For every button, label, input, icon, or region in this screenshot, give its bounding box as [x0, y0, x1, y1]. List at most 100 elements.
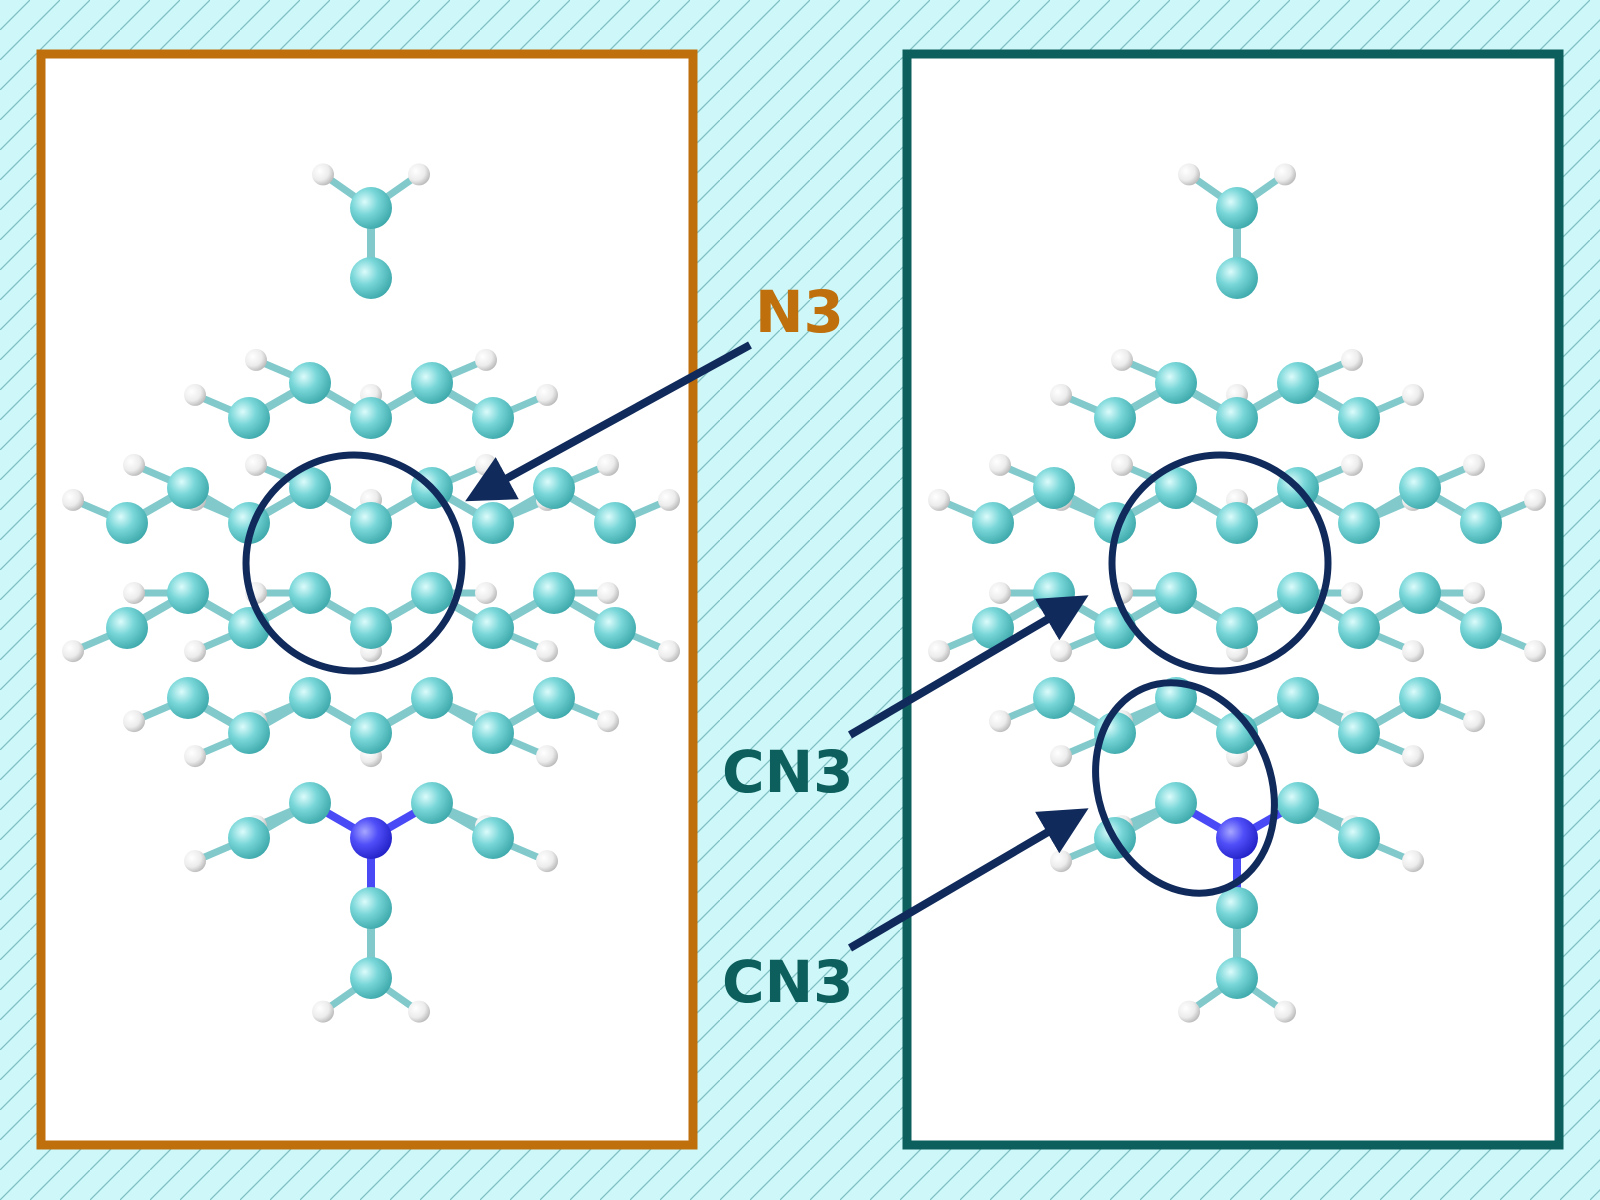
- hydrogen-atom: [536, 745, 558, 768]
- carbon-atom: [1216, 502, 1258, 544]
- carbon-atom: [1338, 502, 1380, 544]
- hydrogen-atom: [1402, 745, 1424, 768]
- hydrogen-atom: [408, 163, 430, 186]
- carbon-atom: [106, 502, 148, 544]
- carbon-atom: [1216, 397, 1258, 439]
- carbon-atom: [411, 677, 453, 719]
- cn3-highlight-circle-upper: [1108, 451, 1332, 675]
- carbon-atom: [1277, 677, 1319, 719]
- carbon-atom: [1155, 362, 1197, 404]
- hydrogen-atom: [184, 745, 206, 768]
- carbon-atom: [594, 607, 636, 649]
- hydrogen-atom: [1050, 383, 1072, 406]
- carbon-atom: [472, 397, 514, 439]
- carbon-atom: [972, 502, 1014, 544]
- hydrogen-atom: [1274, 1000, 1296, 1023]
- hydrogen-atom: [1341, 453, 1363, 476]
- hydrogen-atom: [184, 383, 206, 406]
- hydrogen-atom: [1178, 1000, 1200, 1023]
- hydrogen-atom: [475, 582, 497, 604]
- cn3-arrow-upper: [847, 595, 1089, 739]
- hydrogen-atom: [989, 453, 1011, 476]
- hydrogen-atom: [1050, 640, 1072, 663]
- carbon-atom: [228, 817, 270, 859]
- cn3-label-upper: CN3: [722, 738, 853, 806]
- hydrogen-atom: [1111, 348, 1133, 371]
- hydrogen-atom: [475, 453, 497, 476]
- cn3-label-lower: CN3: [722, 948, 853, 1016]
- hydrogen-atom: [928, 640, 950, 663]
- nitrogen-atom: [1216, 817, 1258, 859]
- carbon-atom: [533, 467, 575, 509]
- hydrogen-atom: [312, 163, 334, 186]
- carbon-atom: [1216, 187, 1258, 229]
- carbon-atom: [289, 467, 331, 509]
- hydrogen-atom: [1463, 710, 1485, 733]
- carbon-atom: [1216, 607, 1258, 649]
- carbon-atom: [1277, 572, 1319, 614]
- carbon-atom: [1216, 957, 1258, 999]
- n3-highlight-circle: [242, 451, 466, 675]
- carbon-atom: [1399, 467, 1441, 509]
- carbon-atom: [1338, 607, 1380, 649]
- carbon-atom: [472, 502, 514, 544]
- hydrogen-atom: [1178, 163, 1200, 186]
- carbon-atom: [1155, 782, 1197, 824]
- carbon-atom: [350, 397, 392, 439]
- carbon-atom: [472, 712, 514, 754]
- carbon-atom: [1338, 817, 1380, 859]
- hydrogen-atom: [597, 453, 619, 476]
- carbon-atom: [350, 887, 392, 929]
- carbon-atom: [1155, 467, 1197, 509]
- carbon-atom: [1338, 397, 1380, 439]
- carbon-atom: [972, 607, 1014, 649]
- hydrogen-atom: [475, 348, 497, 371]
- carbon-atom: [1460, 607, 1502, 649]
- hydrogen-atom: [123, 453, 145, 476]
- hydrogen-atom: [408, 1000, 430, 1023]
- carbon-atom: [228, 397, 270, 439]
- hydrogen-atom: [1402, 850, 1424, 873]
- carbon-atom: [411, 782, 453, 824]
- carbon-atom: [167, 467, 209, 509]
- n3-arrow: [465, 341, 752, 502]
- carbon-atom: [1094, 397, 1136, 439]
- carbon-atom: [1277, 782, 1319, 824]
- hydrogen-atom: [1463, 582, 1485, 604]
- hydrogen-atom: [123, 710, 145, 733]
- carbon-atom: [1216, 887, 1258, 929]
- hydrogen-atom: [184, 640, 206, 663]
- carbon-atom: [1216, 257, 1258, 299]
- carbon-atom: [1155, 572, 1197, 614]
- left-molecule: [62, 163, 680, 1023]
- carbon-atom: [167, 677, 209, 719]
- n3-label: N3: [755, 278, 844, 346]
- carbon-atom: [350, 712, 392, 754]
- carbon-atom: [1033, 677, 1075, 719]
- cn3-highlight-ellipse-lower: [1092, 679, 1278, 897]
- carbon-atom: [350, 957, 392, 999]
- hydrogen-atom: [184, 850, 206, 873]
- carbon-atom: [350, 257, 392, 299]
- hydrogen-atom: [1524, 488, 1546, 511]
- carbon-atom: [472, 817, 514, 859]
- carbon-atom: [106, 607, 148, 649]
- carbon-atom: [289, 782, 331, 824]
- hydrogen-atom: [989, 710, 1011, 733]
- hydrogen-atom: [62, 488, 84, 511]
- carbon-atom: [411, 362, 453, 404]
- hydrogen-atom: [597, 582, 619, 604]
- hydrogen-atom: [597, 710, 619, 733]
- hydrogen-atom: [312, 1000, 334, 1023]
- hydrogen-atom: [1463, 453, 1485, 476]
- carbon-atom: [289, 572, 331, 614]
- hydrogen-atom: [1274, 163, 1296, 186]
- hydrogen-atom: [536, 383, 558, 406]
- hydrogen-atom: [658, 488, 680, 511]
- hydrogen-atom: [1402, 383, 1424, 406]
- carbon-atom: [472, 607, 514, 649]
- hydrogen-atom: [1050, 850, 1072, 873]
- carbon-atom: [594, 502, 636, 544]
- carbon-atom: [228, 712, 270, 754]
